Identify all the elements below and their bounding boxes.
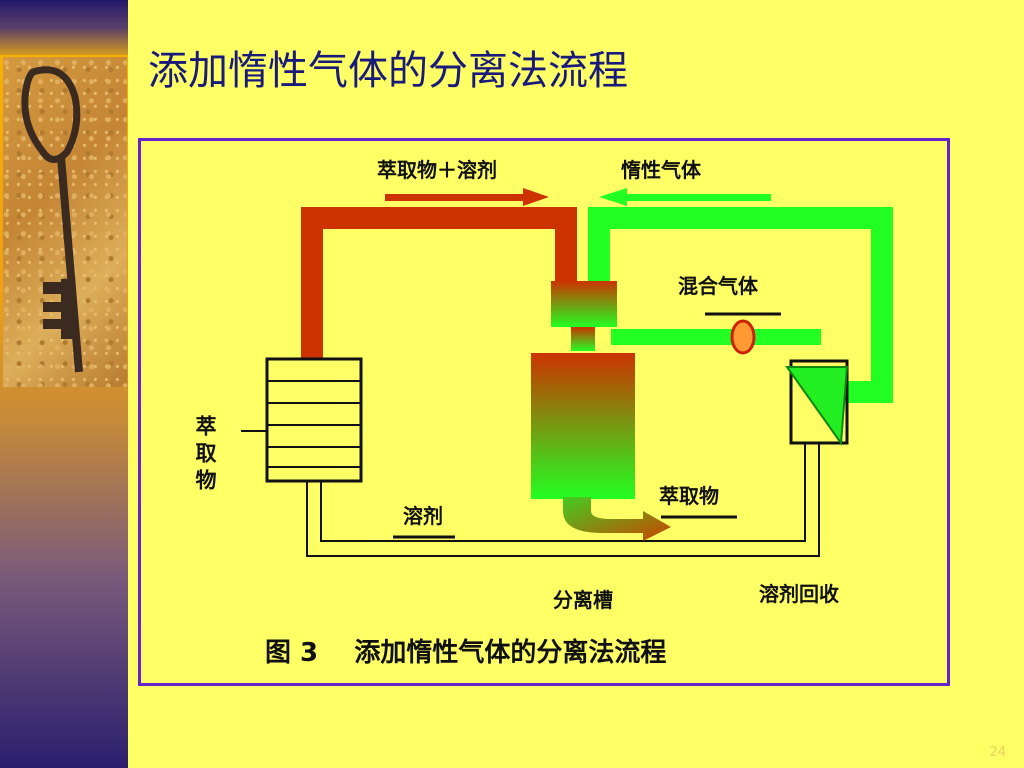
solvent-return-line [306,421,820,557]
extraction-vessel [241,357,363,483]
mixer-connector [571,327,595,351]
red-arrow [385,188,549,206]
page-number: 24 [989,745,1006,760]
slide-title: 添加惰性气体的分离法流程 [148,48,628,94]
sidebar-decoration [0,0,128,768]
label-mixed-gas: 混合气体 [678,274,759,298]
green-arrow [599,188,771,206]
extract-outlet-arrow [563,497,671,541]
key-photo [3,57,127,387]
label-solvent: 溶剂 [403,504,443,528]
label-extraction-material: 萃取物 [193,414,217,496]
diagram-caption: 图 3 添加惰性气体的分离法流程 [265,637,666,668]
diagram-frame: 萃取物＋溶剂 惰性气体 混合气体 萃取物 溶剂 分离槽 溶剂回收 图 3 添加惰… [138,138,950,686]
process-flow-diagram: 萃取物＋溶剂 惰性气体 混合气体 萃取物 溶剂 分离槽 溶剂回收 图 3 添加惰… [193,158,893,668]
label-separation-tank: 分离槽 [553,588,613,612]
label-extract-out: 萃取物 [659,484,719,508]
antique-key-icon [21,66,83,373]
label-inert-gas: 惰性气体 [621,158,702,182]
solvent-recovery-unit [785,359,849,446]
label-solvent-recovery: 溶剂回收 [759,582,839,606]
separation-tank [531,353,635,499]
green-pipe [588,207,893,403]
valve-icon [730,319,756,355]
mixer-block [551,281,617,327]
red-pipe [301,207,577,362]
sidebar-top-band [0,0,128,55]
label-extract-solvent: 萃取物＋溶剂 [377,158,497,182]
